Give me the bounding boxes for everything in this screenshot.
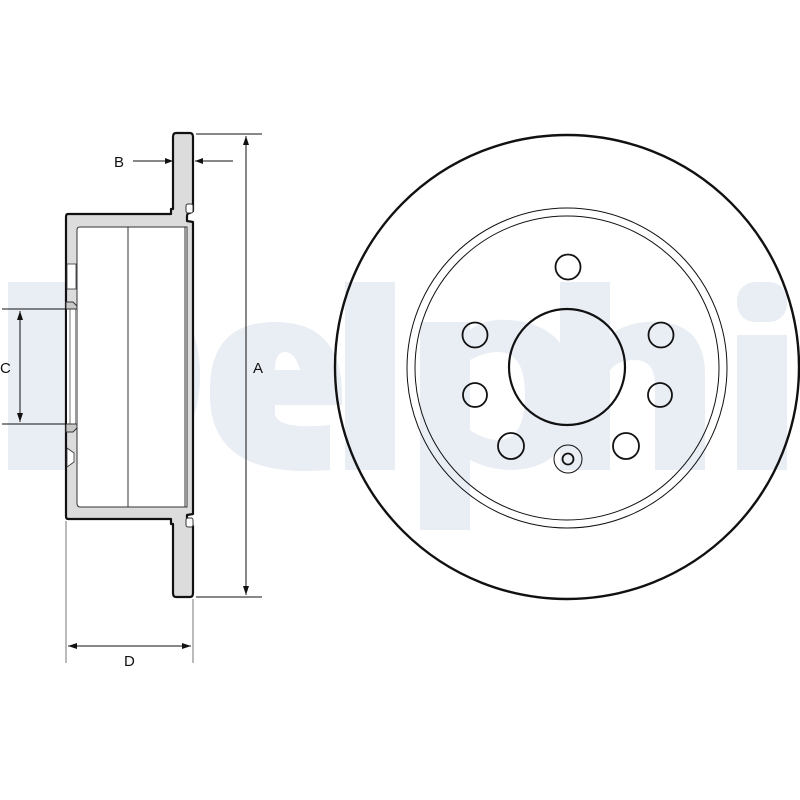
dimension-b-label: B [114,154,124,171]
dimension-d-label: D [124,653,135,670]
bolt-hole [497,432,525,460]
centre-bore [507,307,627,427]
locating-hole [561,452,575,466]
dimension-a: A [196,133,263,598]
bolt-hole [462,382,488,408]
dimension-c: C [0,308,66,425]
dimension-a-label: A [253,360,263,377]
bolt-hole [554,253,582,281]
bolt-hole [612,432,640,460]
hat-inner-ring [414,215,720,521]
dimension-b: B [114,154,233,171]
locating-hole-counterbore [553,444,583,474]
dimension-c-label: C [0,360,11,377]
side-section-view [64,131,195,599]
bolt-hole [647,382,673,408]
dimension-d: D [65,521,194,670]
hat-outer-ring [406,207,728,529]
outer-disc-edge [333,133,800,601]
bolt-hole [461,321,489,349]
bolt-hole [647,321,675,349]
front-view [333,133,800,601]
